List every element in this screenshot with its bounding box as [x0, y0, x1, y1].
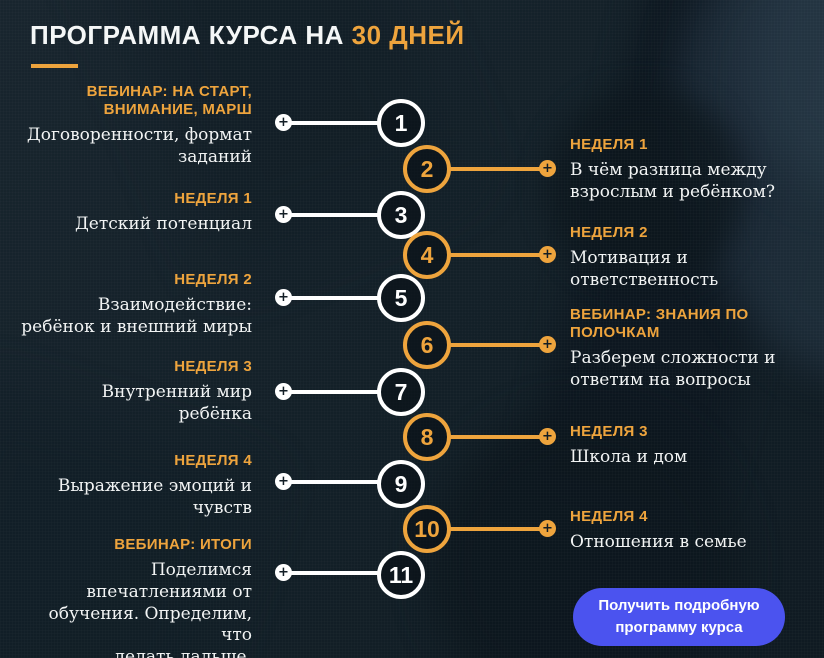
- plus-icon: [275, 564, 292, 581]
- connector-line: [286, 213, 381, 217]
- step-body: Внутренний мир ребёнка: [101, 382, 252, 424]
- step-circle-1: 1: [377, 99, 425, 147]
- connector-line: [286, 390, 381, 394]
- step-heading: НЕДЕЛЯ 4: [174, 452, 252, 469]
- step-heading: НЕДЕЛЯ 1: [174, 190, 252, 207]
- step-body: Разберем сложности и ответим на вопросы: [570, 348, 776, 390]
- step-circle-2: 2: [403, 145, 451, 193]
- plus-icon: [275, 289, 292, 306]
- page-title-highlight: 30 ДНЕЙ: [351, 20, 465, 50]
- step-body: Взаимодействие: ребёнок и внешний миры: [21, 295, 252, 337]
- step-body: Мотивация и ответственность: [570, 248, 719, 290]
- page-title: ПРОГРАММА КУРСА НА 30 ДНЕЙ: [30, 20, 465, 51]
- step-text-5: НЕДЕЛЯ 2 Взаимодействие: ребёнок и внешн…: [20, 271, 252, 339]
- page-title-main: ПРОГРАММА КУРСА НА: [30, 20, 344, 50]
- step-heading: ВЕБИНАР: ЗНАНИЯ ПО ПОЛОЧКАМ: [570, 306, 749, 341]
- plus-icon: [539, 520, 556, 537]
- step-body: В чём разница между взрослым и ребёнком?: [570, 160, 775, 202]
- step-circle-10: 10: [403, 505, 451, 553]
- step-text-4: НЕДЕЛЯ 2 Мотивация и ответственность: [570, 224, 812, 292]
- connector-line: [286, 121, 381, 125]
- get-program-button[interactable]: Получить подробную программу курса: [573, 588, 785, 646]
- step-circle-4: 4: [403, 231, 451, 279]
- step-heading: ВЕБИНАР: ИТОГИ: [114, 536, 252, 553]
- step-circle-11: 11: [377, 551, 425, 599]
- step-text-9: НЕДЕЛЯ 4 Выражение эмоций и чувств: [20, 452, 252, 520]
- connector-line: [447, 527, 544, 531]
- connector-line: [286, 480, 381, 484]
- plus-icon: [275, 473, 292, 490]
- step-text-7: НЕДЕЛЯ 3 Внутренний мир ребёнка: [20, 358, 252, 426]
- step-body: Детский потенциал: [74, 214, 252, 234]
- step-heading: НЕДЕЛЯ 3: [570, 423, 648, 440]
- plus-icon: [539, 336, 556, 353]
- step-heading: ВЕБИНАР: НА СТАРТ, ВНИМАНИЕ, МАРШ: [86, 83, 252, 118]
- step-circle-5: 5: [377, 274, 425, 322]
- step-text-10: НЕДЕЛЯ 4 Отношения в семье: [570, 508, 812, 554]
- step-circle-9: 9: [377, 460, 425, 508]
- step-text-6: ВЕБИНАР: ЗНАНИЯ ПО ПОЛОЧКАМ Разберем сло…: [570, 306, 812, 392]
- step-body: Поделимся впечатлениями от обучения. Опр…: [48, 560, 252, 658]
- connector-line: [447, 435, 544, 439]
- step-text-3: НЕДЕЛЯ 1 Детский потенциал: [20, 190, 252, 236]
- connector-line: [447, 253, 544, 257]
- step-body: Школа и дом: [570, 447, 688, 467]
- step-text-2: НЕДЕЛЯ 1 В чём разница между взрослым и …: [570, 136, 812, 204]
- step-circle-8: 8: [403, 413, 451, 461]
- step-heading: НЕДЕЛЯ 4: [570, 508, 648, 525]
- step-heading: НЕДЕЛЯ 1: [570, 136, 648, 153]
- connector-line: [286, 571, 381, 575]
- step-heading: НЕДЕЛЯ 2: [570, 224, 648, 241]
- step-circle-7: 7: [377, 368, 425, 416]
- plus-icon: [275, 383, 292, 400]
- plus-icon: [275, 114, 292, 131]
- plus-icon: [539, 246, 556, 263]
- connector-line: [447, 343, 544, 347]
- step-text-1: ВЕБИНАР: НА СТАРТ, ВНИМАНИЕ, МАРШ Догово…: [20, 83, 252, 169]
- plus-icon: [539, 428, 556, 445]
- step-body: Отношения в семье: [570, 532, 747, 552]
- step-circle-6: 6: [403, 321, 451, 369]
- step-body: Договоренности, формат заданий: [26, 125, 252, 167]
- connector-line: [286, 296, 381, 300]
- step-text-11: ВЕБИНАР: ИТОГИ Поделимся впечатлениями о…: [20, 536, 252, 658]
- step-heading: НЕДЕЛЯ 2: [174, 271, 252, 288]
- step-text-8: НЕДЕЛЯ 3 Школа и дом: [570, 423, 812, 469]
- title-underline: [31, 64, 78, 68]
- plus-icon: [539, 160, 556, 177]
- step-heading: НЕДЕЛЯ 3: [174, 358, 252, 375]
- step-body: Выражение эмоций и чувств: [57, 476, 252, 518]
- connector-line: [447, 167, 544, 171]
- plus-icon: [275, 206, 292, 223]
